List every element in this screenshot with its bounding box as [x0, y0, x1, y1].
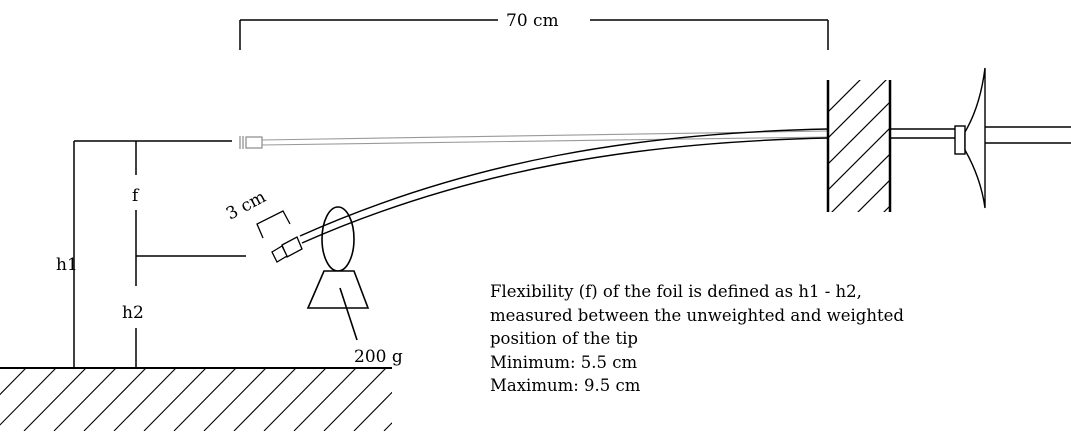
note-line-2: measured between the unweighted and weig… [490, 305, 904, 325]
foil-guard [954, 67, 986, 209]
ground [0, 367, 392, 431]
foil-handle [985, 126, 1071, 144]
weighted-foil-blade [299, 128, 829, 244]
unweighted-foil-blade [261, 130, 829, 146]
weighted-tip [271, 236, 303, 263]
flex-label: f [132, 186, 140, 206]
weight-label: 200 g [354, 347, 403, 367]
weight-200g [306, 206, 370, 341]
tip-length-label: 3 cm [223, 187, 269, 224]
clamp-wall [826, 80, 892, 212]
h1-label: h1 [56, 255, 78, 275]
length-dimension-bracket [239, 19, 829, 50]
length-label: 70 cm [506, 11, 559, 31]
tip-length-bracket [256, 210, 291, 239]
h2-label: h2 [122, 303, 144, 323]
flexibility-definition-note: Flexibility (f) of the foil is defined a… [490, 280, 1050, 398]
note-line-3: position of the tip [490, 329, 638, 348]
foil-tang [890, 128, 958, 139]
height-measurement-lines [73, 140, 246, 368]
note-line-1: Flexibility (f) of the foil is defined a… [490, 282, 862, 301]
unweighted-tip [239, 136, 263, 149]
note-minimum: Minimum: 5.5 cm [490, 352, 638, 372]
note-maximum: Maximum: 9.5 cm [490, 376, 641, 395]
